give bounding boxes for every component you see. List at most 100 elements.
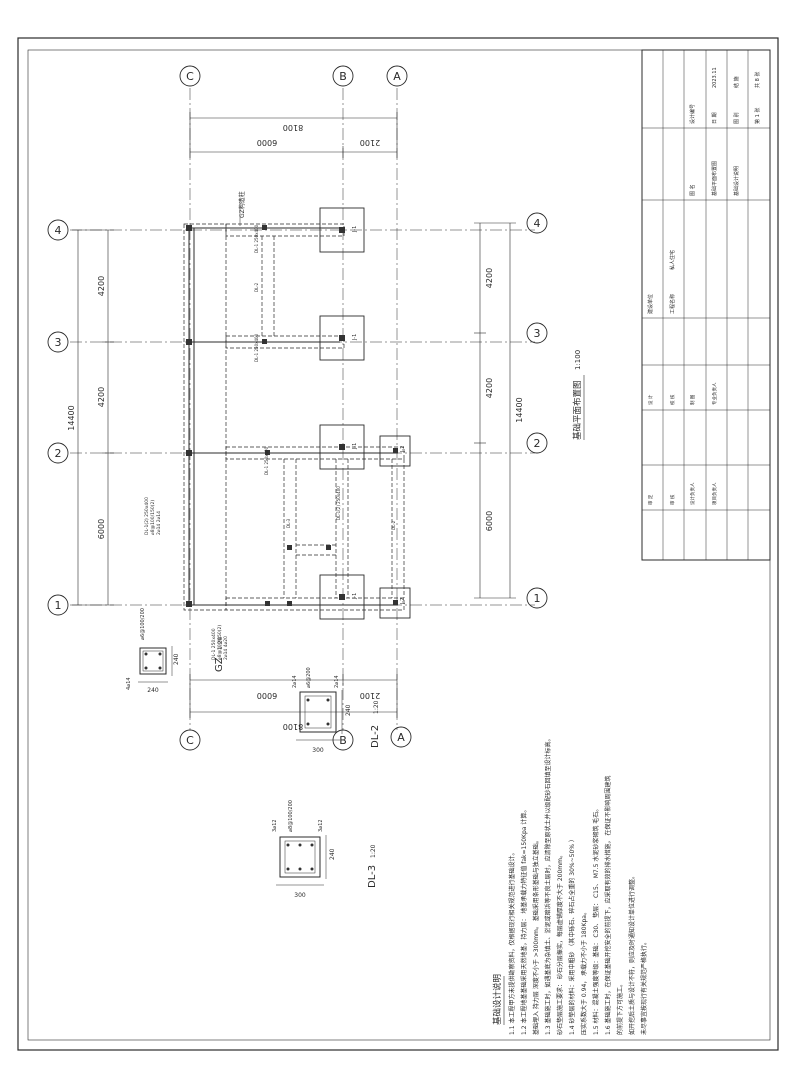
svg-text:240: 240 <box>345 704 352 716</box>
svg-text:14400: 14400 <box>67 405 76 430</box>
svg-text:DL-1 250x400: DL-1 250x400 <box>211 628 217 660</box>
svg-text:6000: 6000 <box>97 519 106 539</box>
svg-text:240: 240 <box>173 653 180 665</box>
svg-text:⌀8@100/150(2): ⌀8@100/150(2) <box>217 625 223 660</box>
svg-text:C: C <box>186 734 194 747</box>
role-label: 设 计 <box>647 394 654 405</box>
detail-gz: 240 240 4⌀14 ⌀6@100/200 GZ 1:20 <box>126 608 225 694</box>
date-value: 2023.11 <box>712 67 718 88</box>
svg-text:⌀6@200: ⌀6@200 <box>306 667 312 688</box>
axis-bubble-1-left: 1 <box>47 594 69 616</box>
svg-text:6000: 6000 <box>485 511 494 531</box>
role-label: 审 定 <box>647 494 654 505</box>
note-line: 1.2 本工程地基基础采用天然地基，持力层： 地基承载力特征值 fak=150K… <box>520 807 528 1035</box>
note-line: 1.4 砂垫层的材料：采用中粗砂 （其中砾石、碎石占全重的 30%~50% ） <box>568 836 576 1035</box>
svg-text:A: A <box>393 70 401 83</box>
role-label: 专业负责人 <box>711 382 718 405</box>
svg-text:J-1: J-1 <box>352 443 358 450</box>
title-block: 设计编号 日 期 2023.11 图 别 结 施 第 1 张 共 8 张 图 名… <box>641 49 771 561</box>
svg-text:2: 2 <box>55 447 62 460</box>
svg-text:GZ: GZ <box>214 657 225 672</box>
axis-bubble-b-top: B <box>332 65 354 87</box>
svg-text:4⌀14: 4⌀14 <box>126 677 132 690</box>
svg-text:J-2: J-2 <box>400 598 406 605</box>
drawing-name-1: 基础平面布置图 <box>711 161 718 196</box>
detail-dl3: 240 300 3⌀12 ⌀8@100/200 3⌀12 DL-3 1:20 <box>272 800 378 899</box>
axis-bubble-4-right: 4 <box>526 212 548 234</box>
inner-frame <box>27 49 771 1041</box>
role-label: 设计负责人 <box>689 482 696 505</box>
dimension-bottom: 6000 2100 8100 <box>189 674 398 731</box>
drawing-name-label: 图 名 <box>689 184 696 196</box>
walls <box>188 227 398 606</box>
svg-text:4200: 4200 <box>97 276 106 296</box>
beam-tag: DL-1 250x400 <box>254 333 259 362</box>
svg-text:8100: 8100 <box>283 722 303 731</box>
axis-bubble-2-left: 2 <box>47 442 69 464</box>
axis-bubble-c-top: C <box>179 65 201 87</box>
svg-text:300: 300 <box>312 747 324 754</box>
svg-text:6000: 6000 <box>257 138 277 147</box>
svg-text:4200: 4200 <box>485 378 494 398</box>
svg-text:1:20: 1:20 <box>370 844 377 858</box>
design-notes: 基础设计说明 1.1 本工程甲方未提供勘察资料，仅根据现行相关规范进行基础设计。… <box>492 736 648 1035</box>
role-label: 审 核 <box>669 494 676 505</box>
svg-text:B: B <box>339 70 347 83</box>
project-label: 建设单位 <box>647 294 654 314</box>
note-line: 1.6 基础施工时，在保证基础开挖安全的前提下，应采取有效的排水措施， 在保证不… <box>604 776 612 1035</box>
axis-bubble-3-right: 3 <box>526 322 548 344</box>
beam-tag: DL-3 <box>286 518 291 528</box>
svg-text:基础平面布置图: 基础平面布置图 <box>572 380 583 440</box>
svg-text:1:20: 1:20 <box>373 700 380 714</box>
svg-text:B: B <box>339 734 347 747</box>
design-no-label: 设计编号 <box>689 104 696 124</box>
svg-text:4: 4 <box>55 224 62 237</box>
note-line: 1.1 本工程甲方未提供勘察资料，仅根据现行相关规范进行基础设计。 <box>508 850 516 1035</box>
svg-text:1:100: 1:100 <box>574 350 582 370</box>
drawing-type-label: 图 别 <box>733 112 740 124</box>
footing-j1-1: J-1 <box>319 574 365 620</box>
svg-text:J-1: J-1 <box>352 226 358 233</box>
footing-j1-3: J-1 <box>319 315 365 361</box>
svg-text:2⌀14: 2⌀14 <box>334 675 340 688</box>
drawing-type-value: 结 施 <box>733 76 740 88</box>
sheet-frame <box>17 37 779 1051</box>
gz-columns <box>186 225 331 607</box>
svg-text:4: 4 <box>534 217 541 230</box>
svg-text:4200: 4200 <box>97 387 106 407</box>
foundation-plan: J-1 J-1 J-1 J-1 J-2 J-2 <box>144 191 411 660</box>
svg-text:GZ构造柱: GZ构造柱 <box>238 191 246 218</box>
note-line: 压实系数大于 0.94， 承载力不小于 180Kpa。 <box>580 909 588 1035</box>
svg-text:C: C <box>186 70 194 83</box>
axis-bubble-2-right: 2 <box>526 432 548 454</box>
svg-text:2: 2 <box>534 437 541 450</box>
svg-text:3: 3 <box>534 327 541 340</box>
svg-text:⌀6@100/200: ⌀6@100/200 <box>140 608 146 640</box>
date-label: 日 期 <box>712 112 718 124</box>
axis-bubble-a-top: A <box>386 65 408 87</box>
svg-text:1: 1 <box>534 592 541 605</box>
svg-text:⌀8@100/200: ⌀8@100/200 <box>288 800 294 832</box>
note-line: 基础埋入 持力层 深度不小于 >300mm。 基础采用条形基础与独立基础。 <box>532 837 540 1035</box>
total-label: 共 8 张 <box>754 72 761 88</box>
svg-text:3⌀12: 3⌀12 <box>272 819 278 832</box>
sheet-label: 第 1 张 <box>754 108 761 124</box>
svg-text:DL-1(2) 250x400: DL-1(2) 250x400 <box>144 497 150 535</box>
axis-bubble-3-left: 3 <box>47 331 69 353</box>
axis-bubble-4-left: 4 <box>47 219 69 241</box>
detail-dl2: 240 300 2⌀14 ⌀6@200 2⌀14 DL-2 1:20 <box>292 667 381 754</box>
strip-footings <box>183 223 405 611</box>
svg-text:J-1: J-1 <box>352 334 358 341</box>
svg-text:300: 300 <box>294 892 306 899</box>
footing-j1-4: J-1 <box>319 207 365 253</box>
beam-tag: DL-2 <box>391 520 396 530</box>
plan-title: 基础平面布置图 1:100 <box>572 350 585 440</box>
role-label: 校 核 <box>669 394 676 405</box>
svg-text:J-2: J-2 <box>400 446 406 453</box>
role-label: 制 图 <box>689 394 696 405</box>
svg-text:2⌀14 4⌀20: 2⌀14 4⌀20 <box>223 636 229 660</box>
svg-text:A: A <box>397 731 405 744</box>
axis-bubble-a-bottom: A <box>390 726 412 748</box>
svg-text:3⌀12: 3⌀12 <box>318 819 324 832</box>
